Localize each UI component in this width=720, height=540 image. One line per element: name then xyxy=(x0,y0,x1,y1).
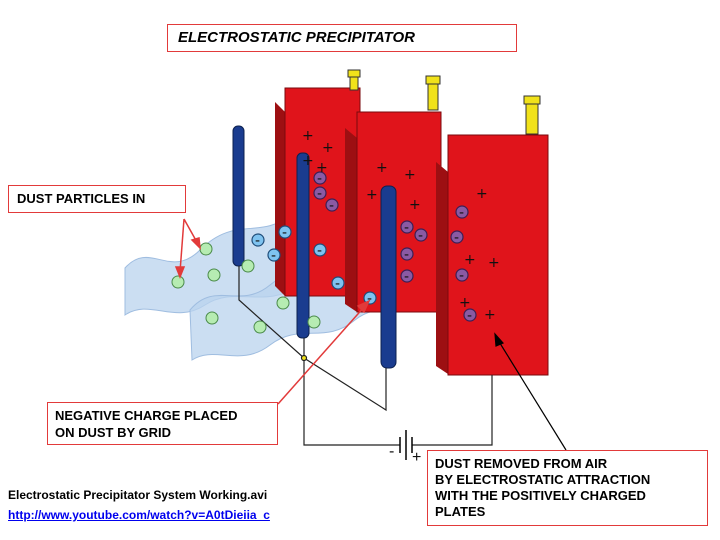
svg-text:-: - xyxy=(317,243,322,259)
svg-text:-: - xyxy=(367,291,372,307)
collector-plate-3 xyxy=(447,134,549,376)
dust-particle xyxy=(205,311,219,325)
dust-in-callout: DUST PARTICLES IN xyxy=(8,185,186,213)
svg-text:+: + xyxy=(322,140,334,156)
negative-charge-arrow xyxy=(277,299,371,405)
charged-dust xyxy=(251,225,377,305)
dust-particle xyxy=(241,259,255,273)
collected-dust-particle xyxy=(400,247,414,261)
insulator-2 xyxy=(425,75,441,111)
svg-text:+: + xyxy=(476,186,488,202)
insulator-1 xyxy=(347,69,361,91)
svg-text:-: - xyxy=(459,205,464,221)
battery-negative-label: - xyxy=(389,443,394,460)
grid-wire-1 xyxy=(232,125,245,267)
source-link[interactable]: http://www.youtube.com/watch?v=A0tDieiia… xyxy=(8,508,270,522)
svg-text:-: - xyxy=(329,198,334,214)
battery-positive-label: + xyxy=(412,449,421,466)
svg-text:-: - xyxy=(418,228,423,244)
charged-dust-particle xyxy=(363,291,377,305)
dust-removed-arrow xyxy=(494,332,567,451)
collected-dust-particle xyxy=(463,308,477,322)
dust-removed-callout: DUST REMOVED FROM AIR BY ELECTROSTATIC A… xyxy=(427,450,708,526)
svg-text:+: + xyxy=(464,252,476,268)
negative-charge-callout: NEGATIVE CHARGE PLACED ON DUST BY GRID xyxy=(47,402,278,445)
plate-positive-signs: + + + + + + + + + + + + + xyxy=(302,128,500,323)
dust-particle xyxy=(276,296,290,310)
svg-text:-: - xyxy=(317,171,322,187)
svg-text:+: + xyxy=(484,307,496,323)
charged-dust-particle xyxy=(251,233,265,247)
collected-dust-particle xyxy=(313,171,327,185)
plate-1-side xyxy=(275,102,285,296)
dust-particle xyxy=(253,320,267,334)
svg-text:-: - xyxy=(271,248,276,264)
svg-text:-: - xyxy=(404,269,409,285)
svg-text:-: - xyxy=(335,276,340,292)
svg-text:+: + xyxy=(366,187,378,203)
dust-removed-line-2: BY ELECTROSTATIC ATTRACTION xyxy=(435,472,651,487)
battery-icon xyxy=(399,430,413,460)
dust-particle xyxy=(307,315,321,329)
grid-wire-3 xyxy=(380,185,397,369)
charged-dust-particle xyxy=(267,248,281,262)
svg-text:-: - xyxy=(467,308,472,324)
dust-particles xyxy=(171,242,321,334)
svg-text:-: - xyxy=(317,186,322,202)
svg-text:-: - xyxy=(404,220,409,236)
svg-text:+: + xyxy=(316,160,328,176)
collected-dust-particle xyxy=(455,268,469,282)
dust-removed-line-1: DUST REMOVED FROM AIR xyxy=(435,456,608,471)
svg-text:+: + xyxy=(302,128,314,144)
dust-removed-line-4: PLATES xyxy=(435,504,486,519)
grid-wire-2 xyxy=(296,152,310,339)
dust-particle xyxy=(199,242,213,256)
svg-text:-: - xyxy=(459,268,464,284)
plate-2-side xyxy=(345,128,357,312)
collected-dust-particle xyxy=(414,228,428,242)
collected-dust-particle xyxy=(450,230,464,244)
collected-dust-signs: - - - - - - - - - - - xyxy=(317,171,472,324)
svg-text:+: + xyxy=(459,295,471,311)
collected-dust-particle xyxy=(400,269,414,283)
svg-text:+: + xyxy=(409,197,421,213)
dust-particle xyxy=(171,275,185,289)
collected-dust-particle xyxy=(325,198,339,212)
svg-text:-: - xyxy=(404,247,409,263)
insulator-3 xyxy=(523,95,541,135)
svg-text:-: - xyxy=(255,233,260,249)
dust-particle xyxy=(207,268,221,282)
plate-3-side xyxy=(436,162,448,374)
charged-dust-particle xyxy=(278,225,292,239)
charged-dust-particle xyxy=(313,243,327,257)
source-title: Electrostatic Precipitator System Workin… xyxy=(8,488,268,502)
negative-charge-line-2: ON DUST BY GRID xyxy=(55,425,172,440)
negative-charge-line-1: NEGATIVE CHARGE PLACED xyxy=(55,408,238,423)
collected-dust-particle xyxy=(455,205,469,219)
svg-text:+: + xyxy=(376,160,388,176)
dust-in-arrows xyxy=(174,218,201,280)
svg-text:+: + xyxy=(488,255,500,271)
collected-dust-particle xyxy=(313,186,327,200)
svg-text:+: + xyxy=(302,153,314,169)
svg-text:-: - xyxy=(282,225,287,241)
charged-dust-particle xyxy=(331,276,345,290)
collector-plate-2 xyxy=(356,111,442,313)
svg-text:+: + xyxy=(404,167,416,183)
dust-removed-line-3: WITH THE POSITIVELY CHARGED xyxy=(435,488,646,503)
collected-dust-particle xyxy=(400,220,414,234)
charged-dust-signs: - - - - - - xyxy=(255,225,372,307)
svg-text:-: - xyxy=(454,230,459,246)
collected-dust xyxy=(313,171,477,322)
page-title: ELECTROSTATIC PRECIPITATOR xyxy=(167,24,517,52)
